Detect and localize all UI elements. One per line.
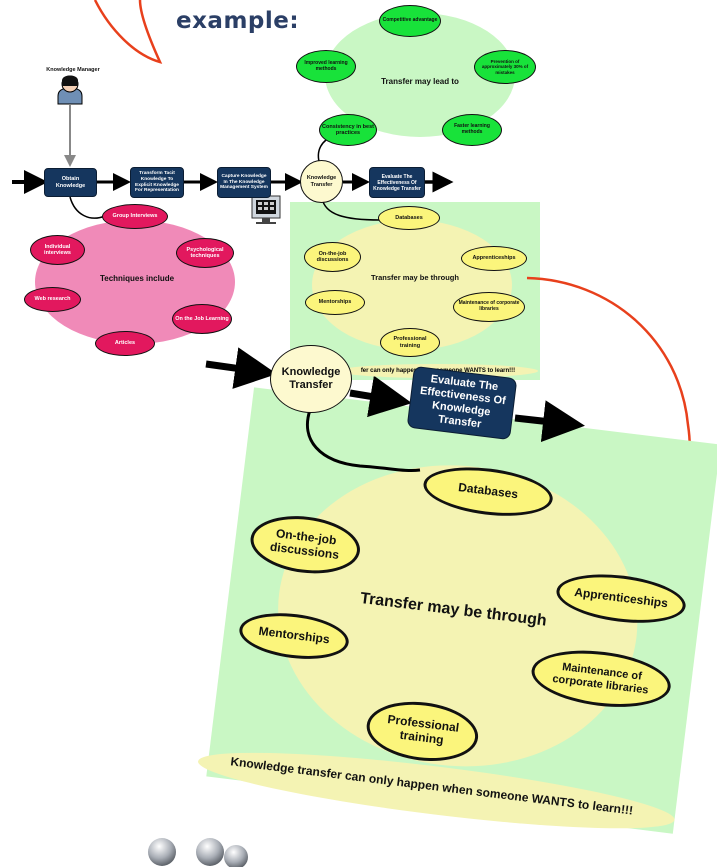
transfer-small-on-the-job: On-the-job discussions bbox=[304, 242, 361, 272]
transfer-center-label-small: Transfer may be through bbox=[371, 273, 459, 282]
transfer-small-mentorships: Mentorships bbox=[305, 290, 365, 315]
transfer-small-apprenticeships: Apprenticeships bbox=[461, 246, 527, 271]
red-curve-connector-top bbox=[93, 0, 163, 64]
page-title: example: bbox=[176, 8, 300, 34]
spheres-decoration bbox=[148, 838, 248, 867]
server-icon bbox=[252, 196, 280, 224]
technique-web-research: Web research bbox=[24, 287, 81, 312]
outcome-faster-learning: Faster learning methods bbox=[442, 114, 502, 146]
technique-articles: Articles bbox=[95, 331, 155, 356]
outcome-improved-learning: Improved learning methods bbox=[296, 50, 356, 83]
zoom-arrow-in bbox=[205, 347, 277, 389]
zoom-knowledge-transfer: Knowledge Transfer bbox=[270, 345, 352, 413]
process-evaluate-effectiveness: Evaluate The Effectiveness Of Knowledge … bbox=[369, 167, 425, 198]
transfer-small-databases: Databases bbox=[378, 206, 440, 230]
banner-ellipse bbox=[198, 752, 675, 829]
technique-individual-interviews: Individual interviews bbox=[30, 235, 85, 265]
transfer-center-label-large: Transfer may be through bbox=[359, 589, 548, 630]
outcome-consistency: Consistency in best practices bbox=[319, 114, 377, 146]
outcomes-center-label: Transfer may lead to bbox=[381, 77, 459, 86]
outcome-prevention-mistakes: Prevention of approximately 30% of mista… bbox=[474, 50, 536, 84]
transfer-zoom-group: Transfer may be through Databases On-the… bbox=[209, 380, 717, 855]
transfer-large-maintenance: Maintenance of corporate libraries bbox=[528, 643, 674, 715]
manager-icon-shape bbox=[57, 75, 83, 105]
transfer-large-databases: Databases bbox=[420, 460, 556, 523]
outcome-competitive-advantage: Competitive advantage bbox=[379, 5, 441, 37]
server-icon-shape bbox=[251, 195, 281, 224]
technique-on-the-job: On the Job Learning bbox=[172, 304, 232, 334]
transfer-large-professional: Professional training bbox=[363, 695, 482, 768]
process-knowledge-transfer: Knowledge Transfer bbox=[300, 160, 343, 203]
transfer-large-apprenticeships: Apprenticeships bbox=[553, 567, 689, 630]
zoom-arrow-mid bbox=[349, 375, 412, 418]
zoom-connector-kt-databases bbox=[305, 409, 421, 472]
zoom-arrow-out bbox=[514, 400, 585, 443]
technique-group-interviews: Group Interviews bbox=[102, 204, 168, 229]
outcomes-region bbox=[325, 13, 515, 137]
process-capture-knowledge: Capture Knowledge In The Knowledge Manag… bbox=[217, 167, 271, 198]
transfer-small-maintenance: Maintenance of corporate libraries bbox=[453, 292, 525, 322]
connector-obtain-techniques bbox=[69, 196, 106, 219]
manager-label: Knowledge Manager bbox=[46, 67, 100, 73]
process-transform-knowledge: Transform Tacit Knowledge To Explicit Kn… bbox=[130, 167, 184, 198]
manager-icon bbox=[58, 76, 82, 104]
transfer-large-mentorships: Mentorships bbox=[236, 607, 352, 665]
transfer-small-professional: Professional training bbox=[380, 328, 440, 357]
techniques-center-label: Techniques include bbox=[99, 274, 175, 283]
technique-psychological: Psychological techniques bbox=[176, 238, 234, 268]
transfer-ellipse-small bbox=[312, 220, 512, 350]
transfer-large-on-the-job: On-the-job discussions bbox=[247, 510, 364, 580]
process-obtain-knowledge: Obtain Knowledge bbox=[44, 168, 97, 197]
